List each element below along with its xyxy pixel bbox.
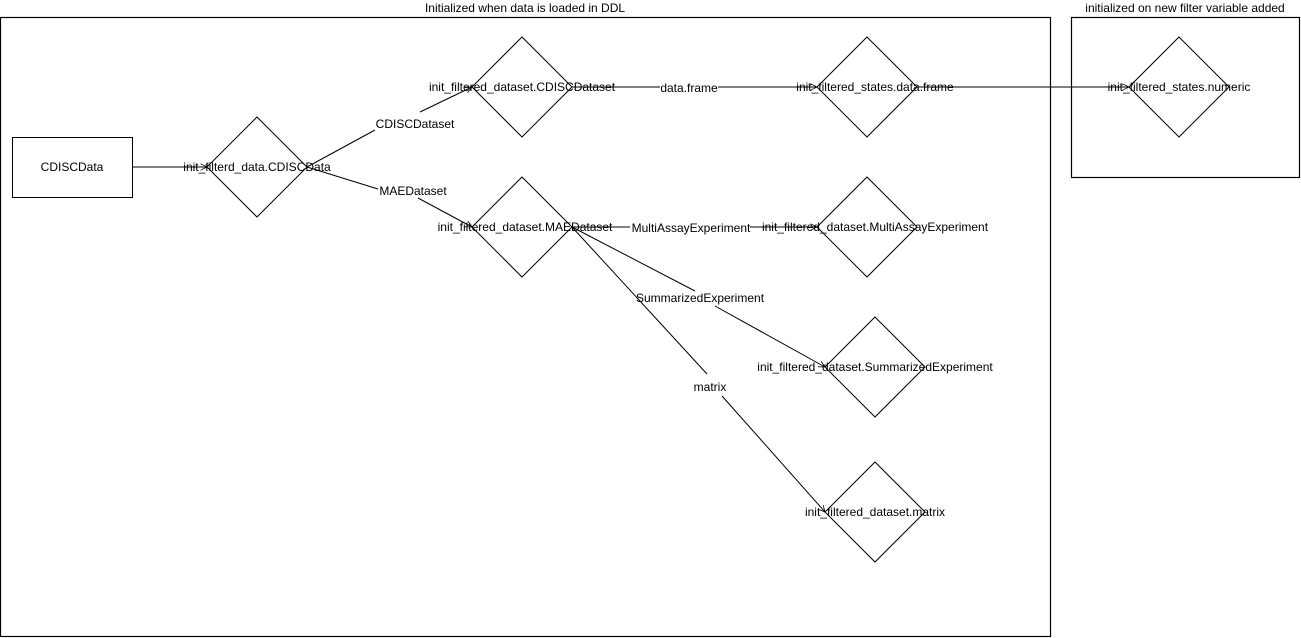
node-init-filtered-dataset-mae-diamond[interactable] [471,176,573,278]
node-label-init-filtered-dataset-mae: init_filtered_dataset.MAEDataset [437,220,613,234]
group-box-ddl [0,16,1052,638]
edge-summarized-segment-b [714,305,825,368]
node-label-init-filtered-dataset-mae-exp: init_filtered_dataset.MultiAssayExperime… [761,220,989,234]
node-label-init-filterd-data: init_filterd_data.CDISCData [183,160,331,174]
group-box-filter [1070,16,1301,179]
node-init-filtered-dataset-matrix-diamond[interactable] [824,461,926,563]
node-init-filtered-states-numeric-diamond[interactable] [1128,36,1230,138]
edge-matrix-segment-b [721,395,825,512]
node-init-filtered-dataset-mae-exp-diamond[interactable] [816,176,918,278]
node-label-init-filtered-states-df: init_filtered_states.data.frame [796,80,954,94]
edge-label-multiassayexperiment: MultiAssayExperiment [631,221,751,235]
edge-label-cdiscdataset: CDISCDataset [375,117,455,131]
node-label-init-filtered-states-numeric: init_filtered_states.numeric [1107,80,1251,94]
edge-matrix-segment-a [571,226,708,375]
node-init-filtered-states-df-diamond[interactable] [816,36,918,138]
node-init-filtered-dataset-se-diamond[interactable] [824,316,926,418]
group-title-filter: initialized on new filter variable added [1085,1,1285,15]
node-init-filtered-dataset-cdisc-diamond[interactable] [471,36,573,138]
edge-maedataset-segment-a [306,166,379,190]
edge-summarized-segment-a [571,226,696,292]
node-label-cdiscdata: CDISCData [40,160,104,174]
edge-label-data-frame: data.frame [660,81,718,95]
edge-maedataset-segment-b [417,197,472,228]
edge-cdiscdataset-segment-a [306,129,376,168]
node-init-filterd-data-diamond[interactable] [206,116,308,218]
node-label-init-filtered-dataset-cdisc: init_filtered_dataset.CDISCDataset [428,80,616,94]
group-title-ddl: Initialized when data is loaded in DDL [424,1,626,15]
edge-label-summarizedexperiment: SummarizedExperiment [635,291,765,305]
node-label-init-filtered-dataset-matrix: init_filtered_dataset.matrix [804,505,946,519]
edge-cdiscdataset-segment-b [419,87,472,113]
edge-label-matrix: matrix [693,380,727,394]
edge-label-maedataset: MAEDataset [379,184,447,198]
node-label-init-filtered-dataset-se: init_filtered_dataset.SummarizedExperime… [757,360,993,374]
